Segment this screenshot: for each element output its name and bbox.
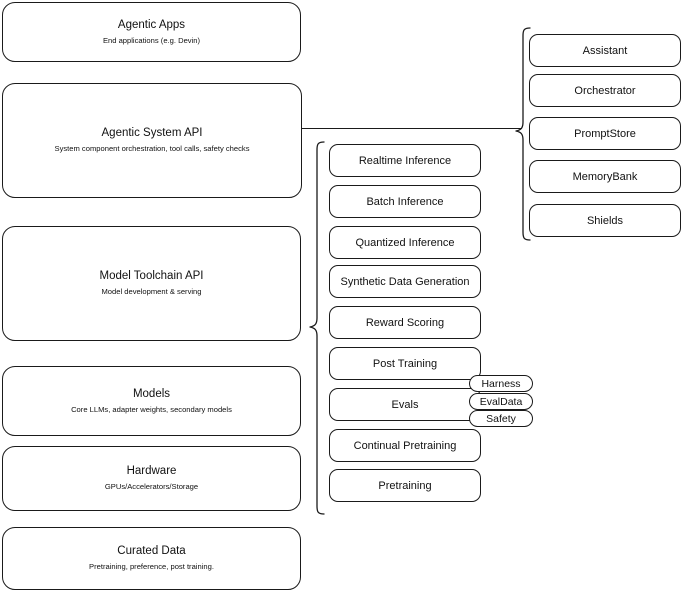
layer-title: Agentic System API bbox=[101, 127, 203, 139]
layer-title: Agentic Apps bbox=[117, 18, 186, 31]
layer-title: Curated Data bbox=[117, 545, 186, 557]
toolchain-component-post-training[interactable]: Post Training bbox=[329, 347, 481, 380]
component-label: Shields bbox=[586, 214, 624, 227]
layer-title: Hardware bbox=[126, 465, 177, 477]
toolchain-component-evals[interactable]: Evals bbox=[329, 388, 481, 421]
system-component-orchestrator[interactable]: Orchestrator bbox=[529, 74, 681, 107]
brace-toolchain-components bbox=[309, 141, 325, 515]
layer-subtitle: Model development & serving bbox=[101, 287, 202, 296]
toolchain-component-pretraining[interactable]: Pretraining bbox=[329, 469, 481, 502]
layer-subtitle: System component orchestration, tool cal… bbox=[54, 144, 250, 153]
stack-layer-model-toolchain-api[interactable]: Model Toolchain API Model development & … bbox=[2, 226, 301, 341]
system-component-assistant[interactable]: Assistant bbox=[529, 34, 681, 67]
toolchain-component-reward-scoring[interactable]: Reward Scoring bbox=[329, 306, 481, 339]
eval-tag-evaldata[interactable]: EvalData bbox=[469, 393, 533, 410]
component-label: Evals bbox=[391, 398, 419, 411]
connector-line-system-api-to-components bbox=[302, 128, 522, 130]
stack-layer-agentic-apps[interactable]: Agentic Apps End applications (e.g. Devi… bbox=[2, 2, 301, 62]
stack-layer-agentic-system-api[interactable]: Agentic System API System component orch… bbox=[2, 83, 302, 198]
layer-title: Models bbox=[132, 387, 171, 400]
toolchain-component-quantized-inference[interactable]: Quantized Inference bbox=[329, 226, 481, 259]
component-label: Post Training bbox=[372, 357, 438, 370]
toolchain-component-batch-inference[interactable]: Batch Inference bbox=[329, 185, 481, 218]
layer-subtitle: GPUs/Accelerators/Storage bbox=[104, 482, 199, 491]
layer-subtitle: End applications (e.g. Devin) bbox=[102, 35, 201, 45]
component-label: Assistant bbox=[582, 44, 628, 57]
layer-subtitle: Core LLMs, adapter weights, secondary mo… bbox=[71, 404, 232, 414]
component-label: Batch Inference bbox=[366, 195, 444, 208]
system-component-shields[interactable]: Shields bbox=[529, 204, 681, 237]
toolchain-component-synthetic-data-generation[interactable]: Synthetic Data Generation bbox=[329, 265, 481, 298]
stack-layer-hardware[interactable]: Hardware GPUs/Accelerators/Storage bbox=[2, 446, 301, 511]
stack-layer-curated-data[interactable]: Curated Data Pretraining, preference, po… bbox=[2, 527, 301, 590]
brace-system-components bbox=[515, 27, 531, 241]
component-label: Continual Pretraining bbox=[353, 439, 457, 452]
component-label: Pretraining bbox=[378, 479, 432, 492]
eval-tag-label: Safety bbox=[486, 412, 516, 425]
component-label: Quantized Inference bbox=[355, 236, 455, 249]
component-label: Orchestrator bbox=[574, 84, 636, 97]
stack-layer-models[interactable]: Models Core LLMs, adapter weights, secon… bbox=[2, 366, 301, 436]
component-label: Reward Scoring bbox=[365, 316, 445, 329]
eval-tag-harness[interactable]: Harness bbox=[469, 375, 533, 392]
component-label: MemoryBank bbox=[572, 170, 638, 183]
toolchain-component-realtime-inference[interactable]: Realtime Inference bbox=[329, 144, 481, 177]
layer-subtitle: Pretraining, preference, post training. bbox=[89, 562, 214, 571]
component-label: PromptStore bbox=[574, 127, 636, 140]
eval-tag-label: Harness bbox=[481, 377, 521, 390]
layer-title: Model Toolchain API bbox=[99, 270, 204, 282]
system-component-memorybank[interactable]: MemoryBank bbox=[529, 160, 681, 193]
system-component-promptstore[interactable]: PromptStore bbox=[529, 117, 681, 150]
component-label: Synthetic Data Generation bbox=[340, 275, 470, 288]
component-label: Realtime Inference bbox=[358, 154, 452, 167]
eval-tag-label: EvalData bbox=[479, 395, 523, 408]
toolchain-component-continual-pretraining[interactable]: Continual Pretraining bbox=[329, 429, 481, 462]
eval-tag-safety[interactable]: Safety bbox=[469, 410, 533, 427]
